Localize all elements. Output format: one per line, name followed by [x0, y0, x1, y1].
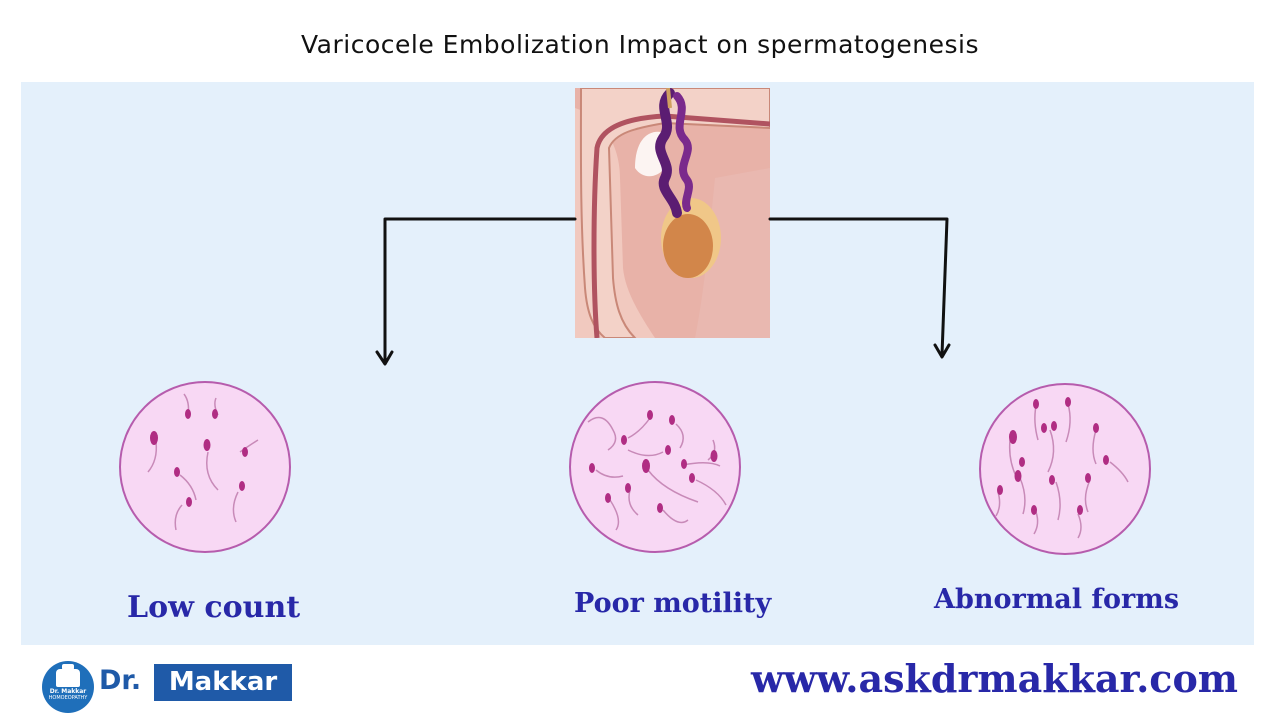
abnormal-forms-dish: [978, 382, 1152, 556]
logo-emblem-name: Dr. Makkar: [49, 688, 87, 695]
right-connector: [768, 217, 949, 357]
anatomy-illustration: [575, 88, 770, 338]
logo-emblem-subtitle: HOMOEOPATHY: [48, 695, 88, 701]
website-url: www.askdrmakkar.com: [750, 656, 1238, 701]
page-title: Varicocele Embolization Impact on sperma…: [301, 30, 979, 59]
logo-emblem: Dr. Makkar HOMOEOPATHY: [42, 661, 94, 713]
left-connector: [383, 217, 577, 364]
low-count-dish: [118, 380, 292, 554]
logo-name-box: Makkar: [154, 664, 292, 701]
label-abnormal-forms: Abnormal forms: [934, 584, 1180, 615]
logo-dr-text: Dr.: [99, 665, 142, 696]
label-poor-motility: Poor motility: [574, 588, 772, 619]
label-low-count: Low count: [127, 590, 301, 625]
left-arrowhead: [375, 350, 394, 366]
right-arrowhead: [933, 343, 951, 359]
poor-motility-dish: [568, 380, 742, 554]
